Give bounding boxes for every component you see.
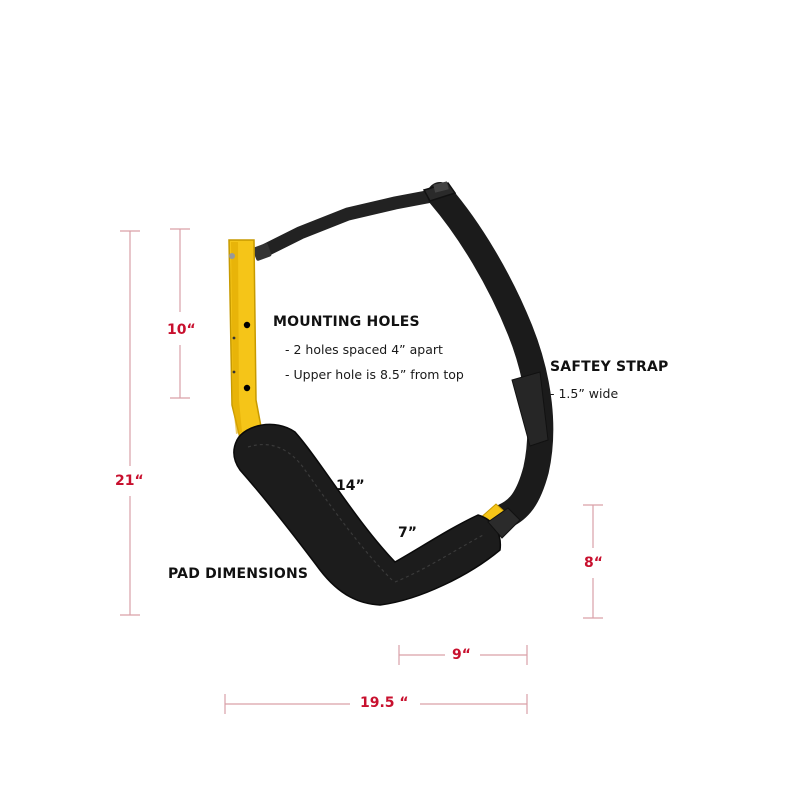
mounting-holes [232,321,251,392]
dimension-line-end-height [583,504,603,619]
dimension-overall-width: 19.5 “ [360,695,409,711]
strap-right-segment [427,182,554,529]
dimension-lines [120,228,603,714]
mounting-hole-upper [243,321,251,329]
pad-body [233,423,502,606]
mounting-hole-lower [243,384,251,392]
safety-strap-note-width: - 1.5” wide [550,386,619,401]
dimension-hole-section-height: 10“ [167,322,196,338]
yellow-hook [228,239,506,531]
strap-buckle [422,181,457,202]
safety-strap-title: SAFTEY STRAP [550,359,669,375]
strap-loop-segment [511,371,549,447]
mounting-holes-note-spacing: - 2 holes spaced 4” apart [285,342,443,357]
dimension-overall-height: 21“ [115,473,144,489]
pad-length-short: 7” [398,525,417,541]
dimension-end-width: 9“ [452,647,471,663]
mounting-holes-title: MOUNTING HOLES [273,314,420,330]
strap-top-clip [252,243,272,261]
dimension-line-overall-height [120,230,140,616]
dimension-line-end-width [398,645,528,665]
dimension-line-overall-width [224,694,528,714]
mounting-holes-note-position: - Upper hole is 8.5” from top [285,367,464,382]
pad-length-long: 14” [336,478,365,494]
dimension-end-height: 8“ [584,555,603,571]
safety-strap [252,181,554,529]
top-screw [229,253,235,259]
pad-dimensions-title: PAD DIMENSIONS [168,566,309,582]
dimension-line-hole-section [170,228,190,399]
padding [233,423,521,606]
strap-upper-segment [255,189,439,259]
